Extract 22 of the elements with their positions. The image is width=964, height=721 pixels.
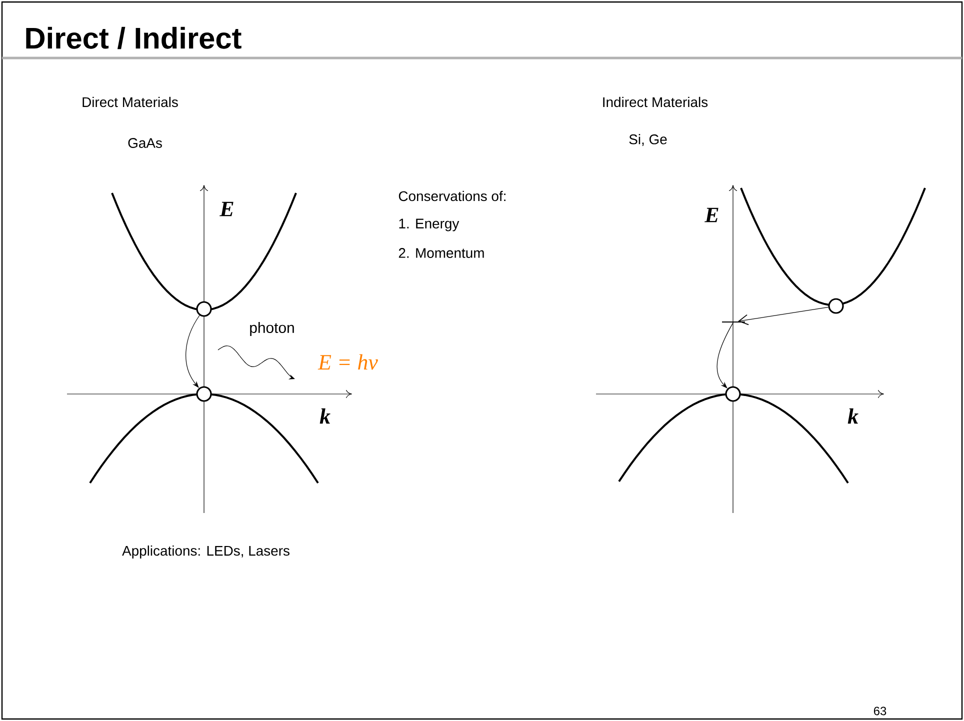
list-item: 1. Energy	[399, 218, 460, 232]
page-number: 63	[874, 706, 886, 716]
state-circle	[196, 301, 212, 317]
formula-label: E = hν	[318, 354, 378, 370]
text-label: Direct Materials	[82, 96, 178, 108]
axis-label: k	[848, 408, 858, 424]
text-label: photon	[250, 322, 294, 336]
arrow	[716, 322, 734, 388]
list-item: 2. Momentum	[398, 248, 484, 258]
state-circle	[196, 386, 212, 402]
text-label: Applications: LEDs, Lasers	[122, 546, 290, 558]
axis-label: E	[220, 202, 234, 216]
text-label: GaAs	[128, 138, 162, 148]
text-label: Indirect Materials	[603, 96, 708, 108]
text-label: Conservations of:	[398, 190, 506, 202]
state-circle	[725, 386, 741, 402]
axis-label: E	[704, 208, 718, 222]
text-label: Si, Ge	[629, 134, 667, 146]
state-circle	[828, 298, 844, 314]
axis-label: k	[320, 408, 330, 424]
arrow	[738, 306, 829, 326]
slide-title: Direct / Indirect	[26, 26, 242, 50]
